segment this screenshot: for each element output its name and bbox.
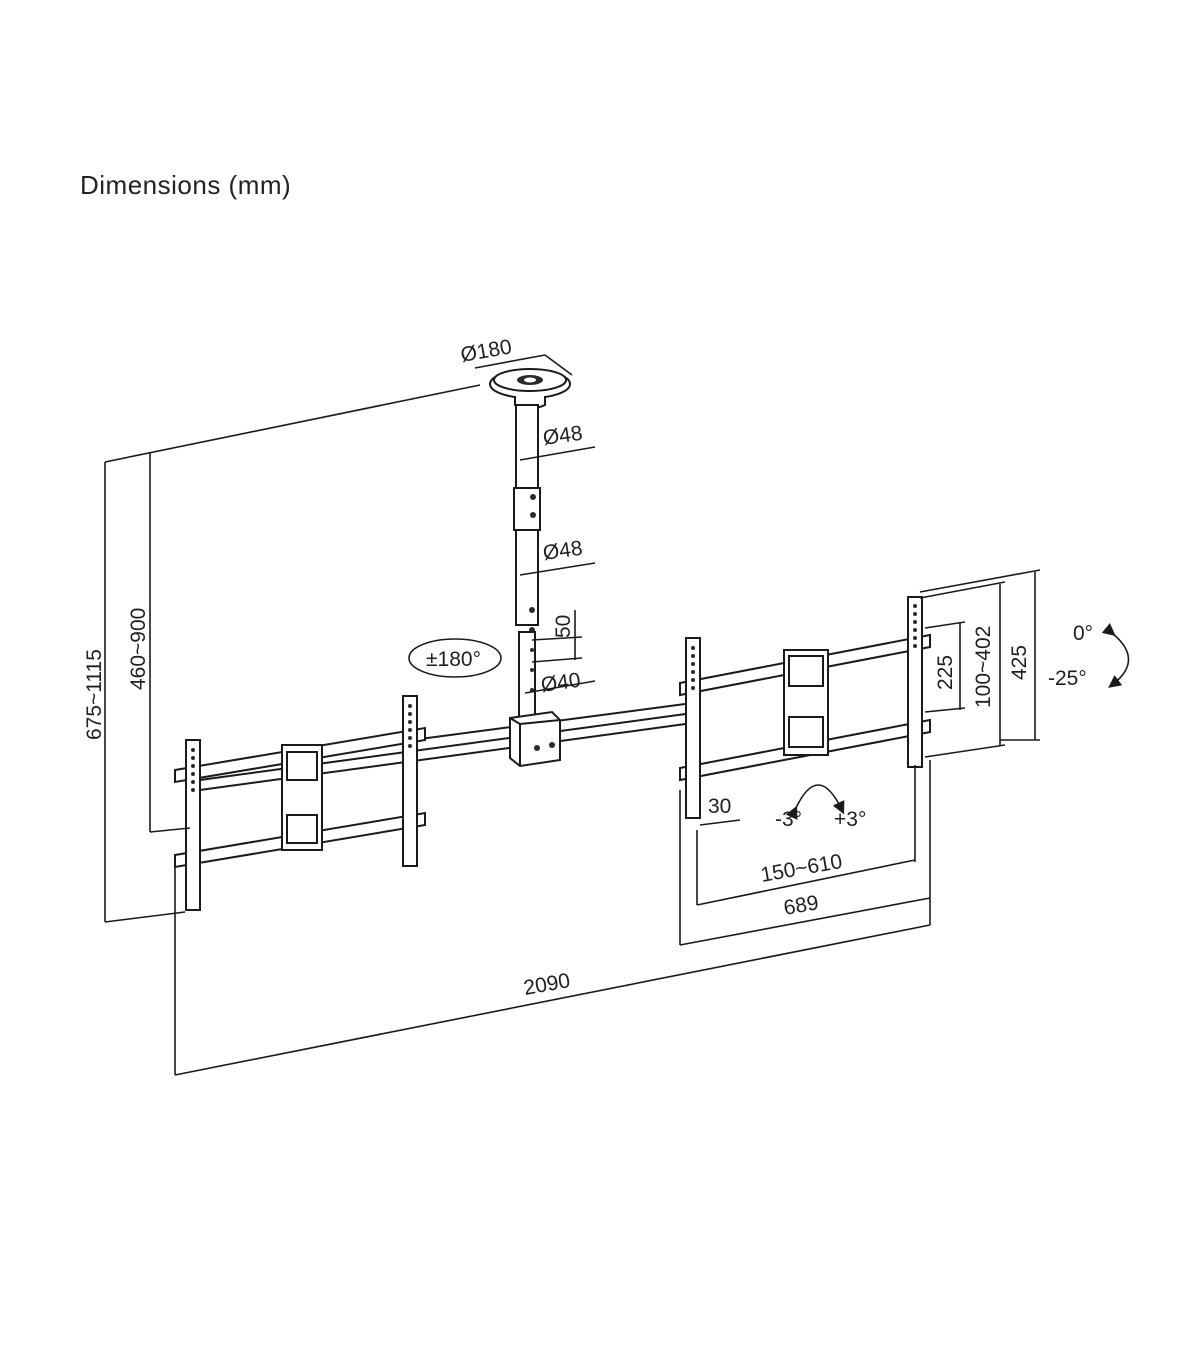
dimension-lines xyxy=(104,354,1041,1076)
upper-pole-diameter-label: Ø48 xyxy=(541,422,584,450)
tilt-zero-label: 0° xyxy=(1073,622,1093,645)
bracket-range-label: 150~610 xyxy=(759,850,844,887)
ceiling-plate xyxy=(489,368,571,410)
roll-plus-label: +3° xyxy=(834,808,866,831)
junction-box xyxy=(509,710,561,768)
height-to-arm-label: 460~900 xyxy=(127,608,150,690)
middle-pole-diameter-label: Ø48 xyxy=(541,537,584,565)
telescopic-pole xyxy=(513,404,541,718)
swivel-label: ±180° xyxy=(426,648,481,671)
total-width-label: 2090 xyxy=(522,969,572,1000)
right-display-bracket xyxy=(679,596,931,819)
roll-minus-label: -3° xyxy=(775,808,802,831)
depth-label: 30 xyxy=(708,795,731,818)
roll-arrow-icon xyxy=(785,784,845,820)
total-height-label: 675~1115 xyxy=(83,649,106,740)
rail-height-label: 425 xyxy=(1008,645,1031,680)
vesa-vertical-label: 100~402 xyxy=(972,626,995,708)
swivel-arrow-icon xyxy=(408,638,502,678)
tilt-arrow-icon xyxy=(1101,622,1130,688)
lower-pole-diameter-label: Ø40 xyxy=(539,669,582,697)
hole-spacing-label: 50 xyxy=(552,615,575,638)
left-display-bracket xyxy=(174,695,426,911)
arm-spacing-label: 225 xyxy=(934,655,957,690)
tilt-minus-label: -25° xyxy=(1048,667,1087,690)
bracket-width-label: 689 xyxy=(782,891,821,920)
crossbar xyxy=(199,700,701,792)
page-title: Dimensions (mm) xyxy=(80,170,292,200)
